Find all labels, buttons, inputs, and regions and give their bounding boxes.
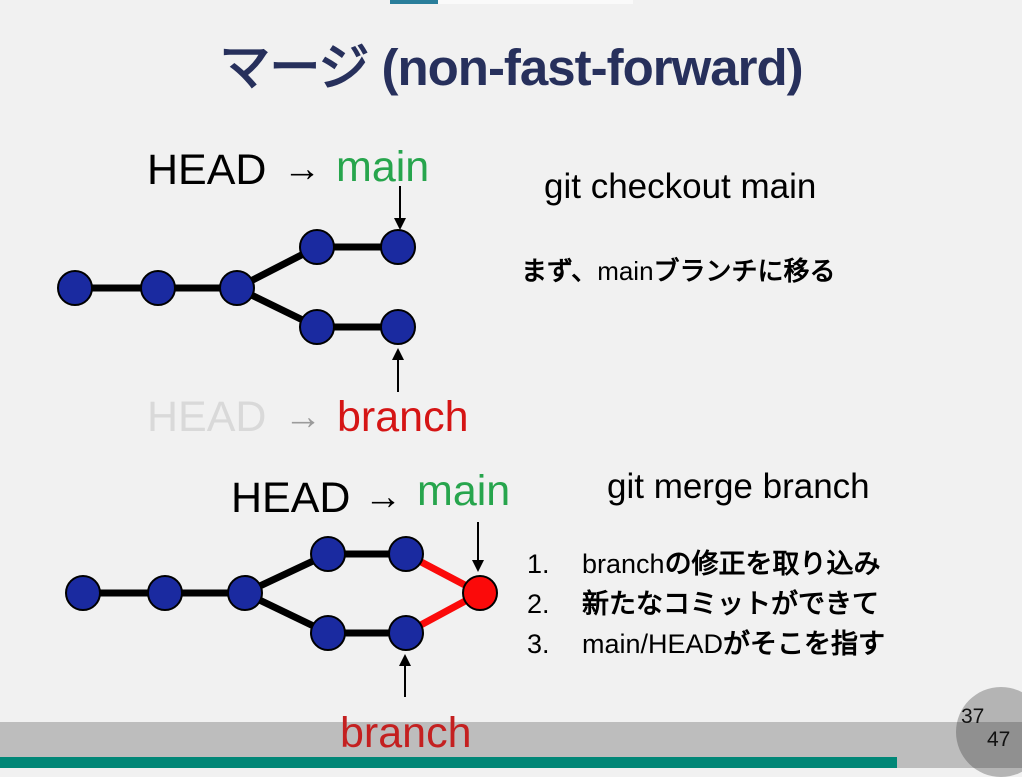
merge-steps-list: 1. branchの修正を取り込み 2. 新たなコミットができて 3. main… bbox=[527, 551, 885, 671]
head-to-main-arrow-bottom: → bbox=[364, 476, 402, 518]
git-checkout-command: git checkout main bbox=[544, 167, 817, 206]
bottom-teal-bar bbox=[0, 757, 897, 768]
main-label-top: main bbox=[336, 143, 430, 191]
page-current: 37 bbox=[961, 705, 985, 728]
main-label-bottom: main bbox=[417, 467, 511, 515]
page-number-circle bbox=[956, 687, 1022, 777]
head-label-bottom: HEAD bbox=[231, 474, 351, 522]
branch-label-top: branch bbox=[337, 393, 469, 441]
list-item-number: 3. bbox=[527, 629, 550, 659]
branch-label-bottom: branch bbox=[340, 709, 472, 757]
list-item: 1. branchの修正を取り込み bbox=[527, 551, 885, 578]
pointer-arrows bbox=[399, 522, 484, 697]
old-head-label: HEAD bbox=[147, 393, 267, 441]
head-to-main-arrow-top: → bbox=[283, 148, 321, 190]
pointer-arrows bbox=[392, 186, 406, 392]
slide-title: マージ (non-fast-forward) bbox=[219, 39, 803, 96]
top-white-strip bbox=[438, 0, 633, 4]
list-item-number: 2. bbox=[527, 589, 550, 619]
list-item-text: branchの修正を取り込み bbox=[582, 549, 881, 579]
merge-commit-node bbox=[462, 575, 498, 611]
commit-graph-bottom bbox=[65, 522, 498, 697]
top-teal-strip bbox=[390, 0, 438, 4]
head-label-top: HEAD bbox=[147, 146, 267, 194]
checkout-caption: まず、mainブランチに移る bbox=[521, 256, 836, 286]
old-head-arrow: → bbox=[284, 396, 322, 438]
page-total: 47 bbox=[987, 728, 1011, 751]
list-item: 2. 新たなコミットができて bbox=[527, 591, 885, 618]
list-item-text: main/HEADがそこを指す bbox=[582, 629, 886, 659]
list-item-number: 1. bbox=[527, 549, 550, 579]
commit-nodes bbox=[57, 229, 416, 345]
list-item-text: 新たなコミットができて bbox=[582, 589, 879, 619]
list-item: 3. main/HEADがそこを指す bbox=[527, 631, 885, 658]
git-merge-command: git merge branch bbox=[607, 467, 870, 506]
commit-graph-top bbox=[57, 186, 416, 392]
commit-nodes bbox=[65, 536, 424, 651]
